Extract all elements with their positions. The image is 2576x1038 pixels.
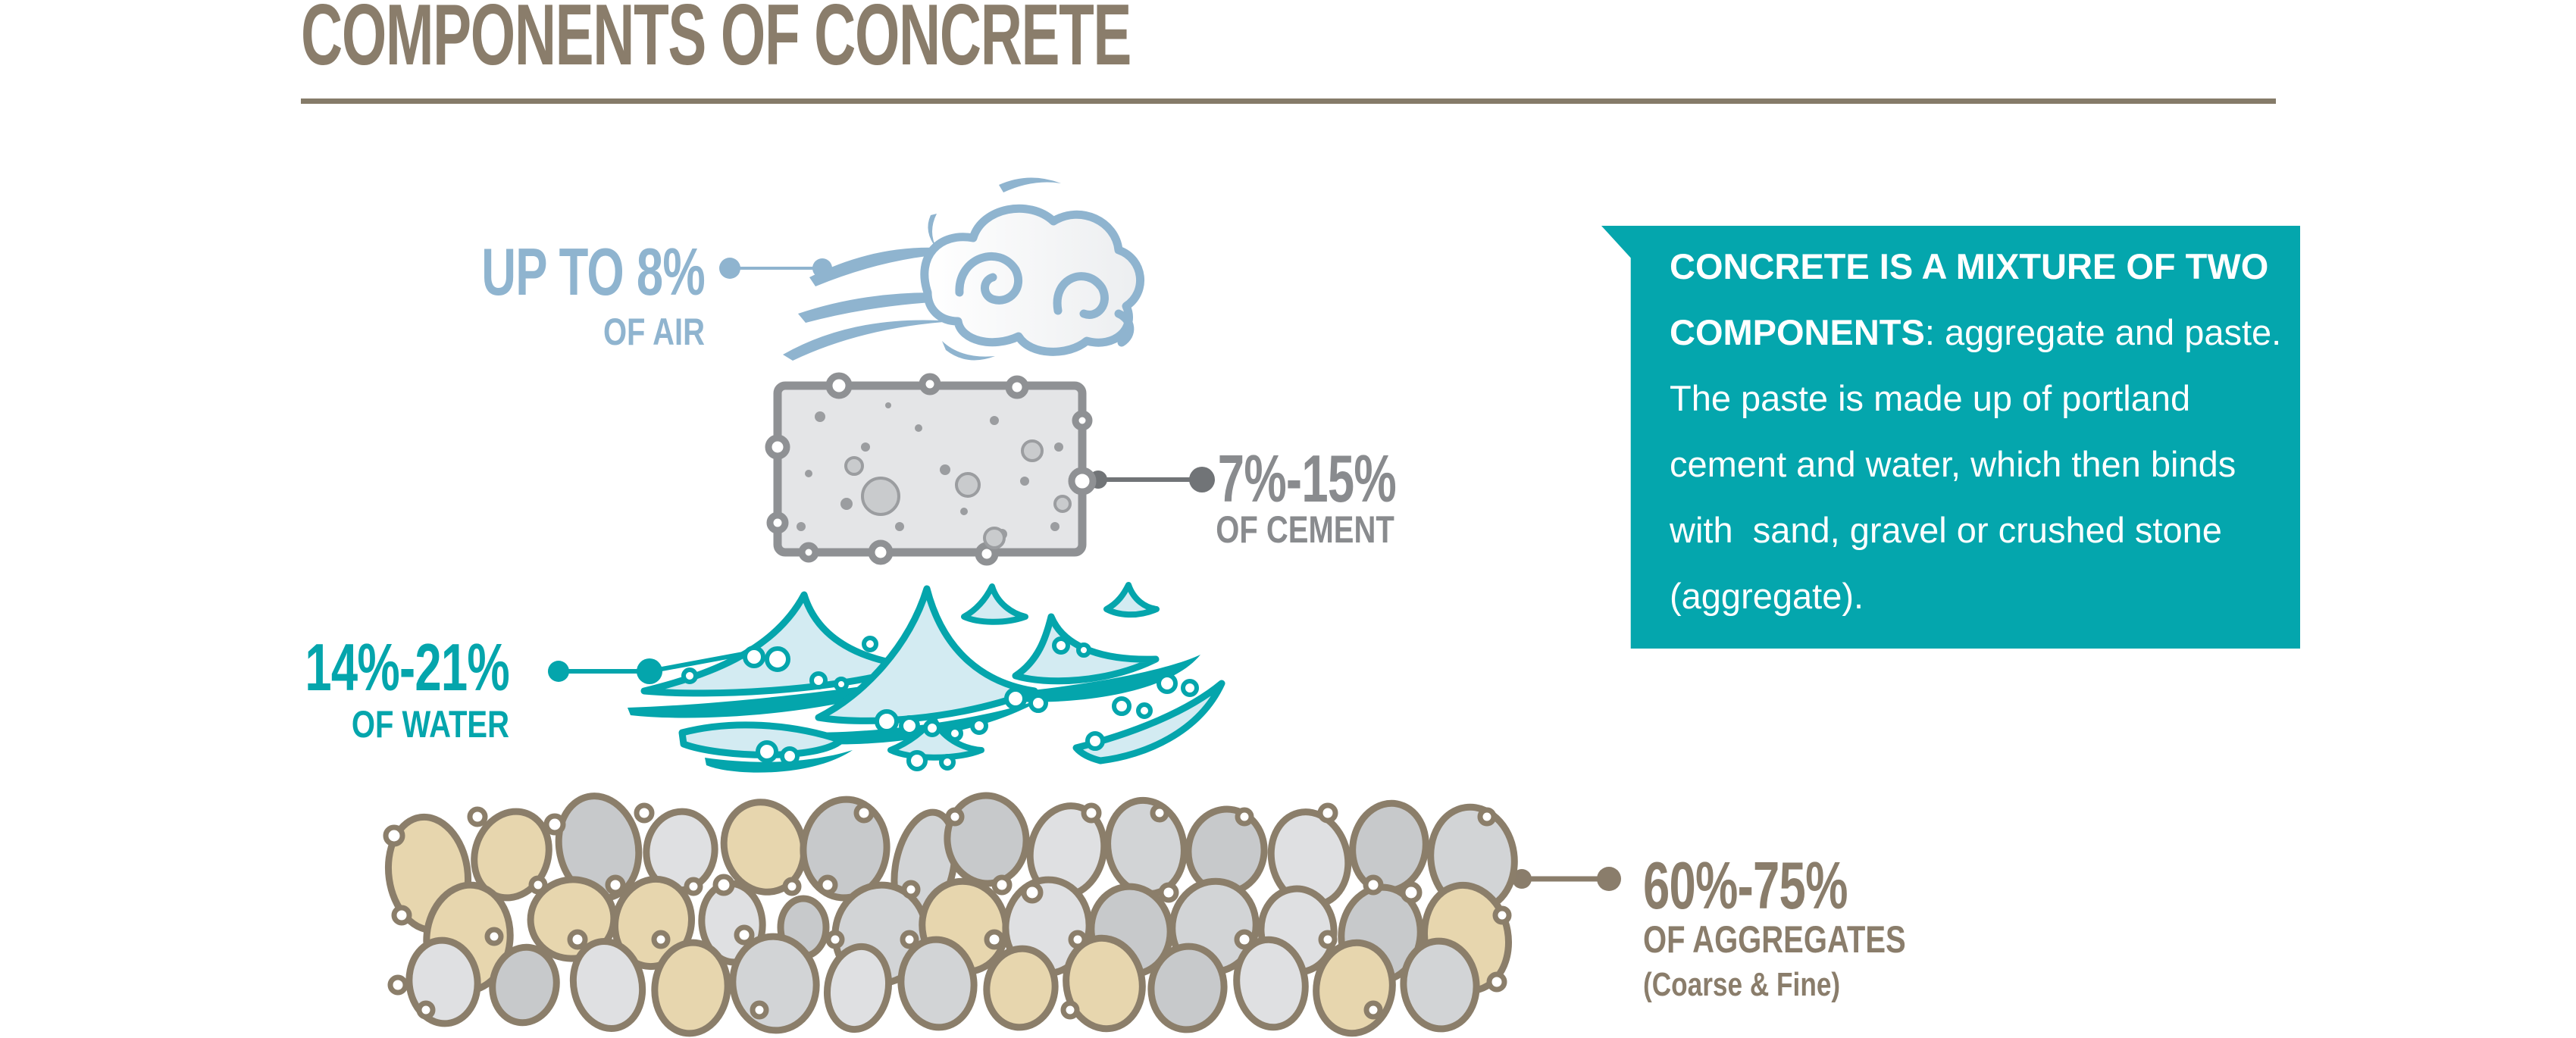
water-percent-label: 14%-21% <box>305 630 509 705</box>
water-connector <box>548 648 765 684</box>
info-line2-bold: COMPONENTS <box>1670 312 1925 352</box>
wind-air-icon <box>783 177 1145 361</box>
aggregates-sublabel: OF AGGREGATES <box>1643 918 1906 961</box>
cement-percent-label: 7%-15% <box>1217 441 1397 516</box>
air-sublabel: OF AIR <box>603 311 705 353</box>
water-waves-icon <box>628 582 1225 773</box>
info-line6: (aggregate). <box>1670 576 1864 616</box>
info-box: CONCRETE IS A MIXTURE OF TWO COMPONENTS:… <box>1601 226 2300 649</box>
info-line3: The paste is made up of portland <box>1670 378 2191 418</box>
page-title: COMPONENTS OF CONCRETE <box>301 0 1131 83</box>
info-line5: with sand, gravel or crushed stone <box>1670 510 2222 550</box>
cement-sublabel: OF CEMENT <box>1216 508 1394 551</box>
aggregates-pebbles-icon <box>383 792 1518 1037</box>
air-percent-label: UP TO 8% <box>481 234 705 309</box>
info-line4: cement and water, which then binds <box>1670 444 2236 484</box>
cement-slab-icon <box>765 372 1097 566</box>
cement-connector <box>1089 467 1215 492</box>
aggregates-connector <box>1512 867 1621 891</box>
aggregates-percent-label: 60%-75% <box>1643 848 1848 923</box>
info-line2-rest: : aggregate and paste. <box>1924 312 2282 352</box>
water-sublabel: OF WATER <box>351 703 509 746</box>
aggregates-coarse-fine-label: (Coarse & Fine) <box>1643 966 1841 1003</box>
title-divider <box>301 98 2276 104</box>
info-line1: CONCRETE IS A MIXTURE OF TWO <box>1670 246 2269 286</box>
info-box-text: CONCRETE IS A MIXTURE OF TWO COMPONENTS:… <box>1670 233 2300 629</box>
air-connector <box>719 258 832 279</box>
